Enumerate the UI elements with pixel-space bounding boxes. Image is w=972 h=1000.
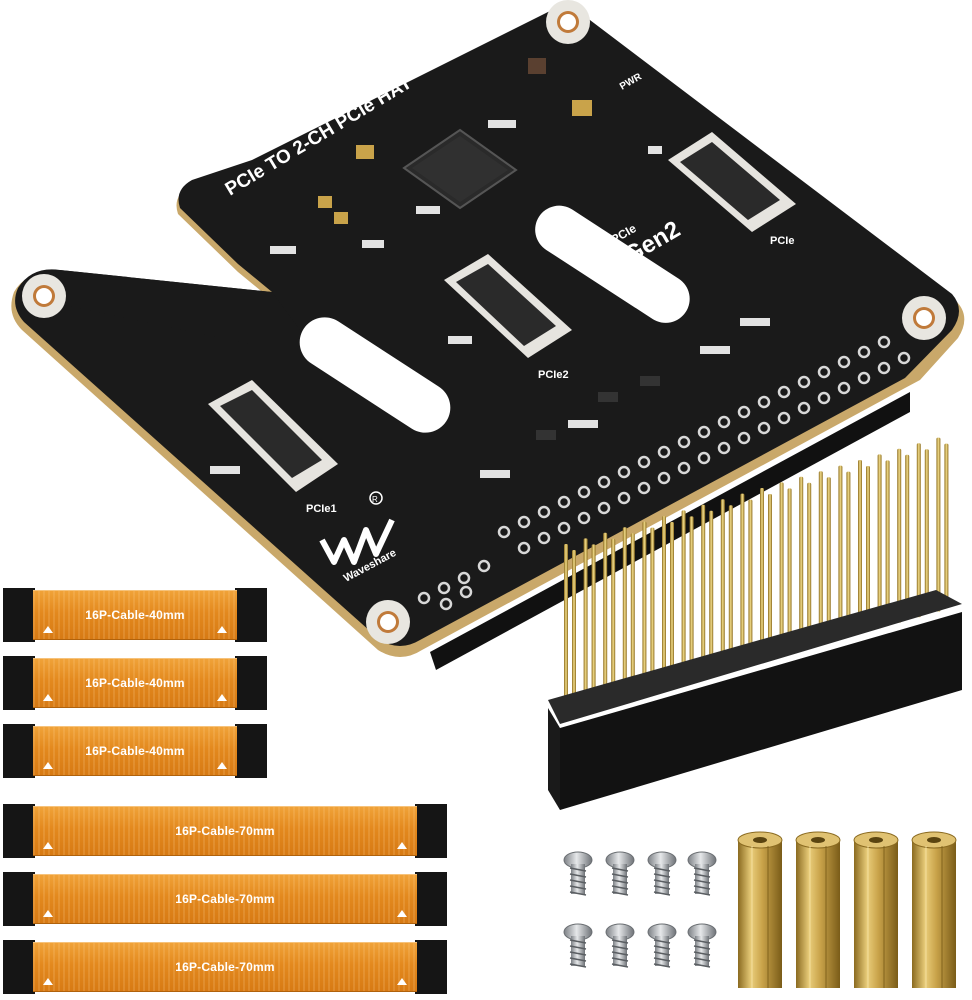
header-pin (768, 494, 772, 654)
header-pin (720, 499, 725, 674)
header-pin (818, 471, 823, 646)
header-pin (866, 466, 870, 626)
gpio-pad-extra (417, 559, 491, 611)
brass-standoff (853, 831, 899, 988)
header-pin (740, 493, 745, 668)
header-pin (807, 482, 812, 643)
header-pin (877, 454, 882, 629)
gpio-pad-row-top (497, 335, 891, 539)
header-pin (572, 550, 576, 710)
header-housing-top (548, 590, 962, 724)
header-pin (662, 516, 666, 690)
port-label-pcie2: PCIe2 (538, 369, 569, 381)
header-pin (936, 437, 941, 612)
screw (605, 851, 635, 896)
screw (687, 923, 717, 968)
header-pin (944, 443, 949, 604)
brass-standoff (795, 831, 841, 988)
cable-label: 16P-Cable-40mm (85, 744, 185, 758)
header-pin (681, 510, 686, 685)
header-pin (858, 460, 862, 634)
brass-standoff (911, 831, 957, 988)
header-pin (583, 538, 588, 713)
cable-label: 16P-Cable-70mm (175, 892, 275, 906)
header-pin (924, 449, 929, 610)
cable-label: 16P-Cable-70mm (175, 960, 275, 974)
pcb-board: PCIe TO 2-CH PCIe HAT PWR PCIe PCIe Gen2… (11, 0, 965, 670)
gpio-pad-row-bottom (517, 351, 911, 555)
header-pin (611, 538, 616, 699)
header-pin (701, 504, 706, 679)
header-pin (564, 544, 568, 718)
port-label-pcie: PCIe (770, 235, 794, 247)
board-slots (299, 205, 690, 433)
header-pin (689, 516, 694, 677)
header-pin (838, 465, 843, 640)
screw (647, 923, 677, 968)
screw (687, 851, 717, 896)
header-pin (846, 471, 851, 632)
ffc-cable-40mm-1: 16P-Cable-40mm (3, 588, 267, 642)
cable-label: 16P-Cable-70mm (175, 824, 275, 838)
ffc-cable-40mm-3: 16P-Cable-40mm (3, 724, 267, 778)
header-pin (728, 505, 733, 666)
header-pin (885, 460, 890, 621)
pcie-switch-chip (402, 128, 518, 210)
screw (563, 851, 593, 896)
header-pin (642, 521, 647, 696)
ffc-cable-40mm-2: 16P-Cable-40mm (3, 656, 267, 710)
header-pin (622, 527, 627, 702)
header-pin (591, 544, 596, 705)
smd-components (210, 58, 770, 478)
header-pin (799, 476, 804, 651)
header-pin (630, 533, 635, 694)
ffc-cable-70mm-3: 16P-Cable-70mm (3, 940, 447, 994)
pcb-surface (15, 7, 960, 647)
ffc-cable-70mm-1: 16P-Cable-70mm (3, 804, 447, 858)
screw (563, 923, 593, 968)
header-housing-side (560, 612, 962, 810)
header-pin (916, 443, 921, 618)
screw (647, 851, 677, 896)
header-pin (905, 454, 910, 615)
fpc-connector-pcie1 (208, 380, 338, 492)
standoff-set (737, 831, 957, 988)
header-housing-front (548, 708, 560, 810)
header-pin (748, 499, 753, 660)
svg-text:R: R (372, 495, 378, 504)
header-pin (760, 488, 764, 662)
cable-label: 16P-Cable-40mm (85, 608, 185, 622)
fpc-connector-pcie2 (444, 254, 572, 358)
brass-standoff (737, 831, 783, 988)
header-pin (779, 482, 784, 657)
fpc-connector-pcie (668, 132, 796, 232)
header-pin (670, 522, 674, 682)
mounting-holes (22, 0, 946, 644)
stacking-header-40pin (548, 437, 962, 810)
screw (605, 923, 635, 968)
screw-set (563, 851, 717, 968)
ffc-cable-70mm-2: 16P-Cable-70mm (3, 872, 447, 926)
header-pin (826, 477, 831, 638)
header-pin (709, 510, 714, 671)
header-pin (650, 527, 655, 688)
header-pin (897, 448, 902, 623)
cable-label: 16P-Cable-40mm (85, 676, 185, 690)
header-pin (603, 532, 608, 707)
header-pin (787, 488, 792, 649)
port-label-pcie1: PCIe1 (306, 503, 337, 515)
